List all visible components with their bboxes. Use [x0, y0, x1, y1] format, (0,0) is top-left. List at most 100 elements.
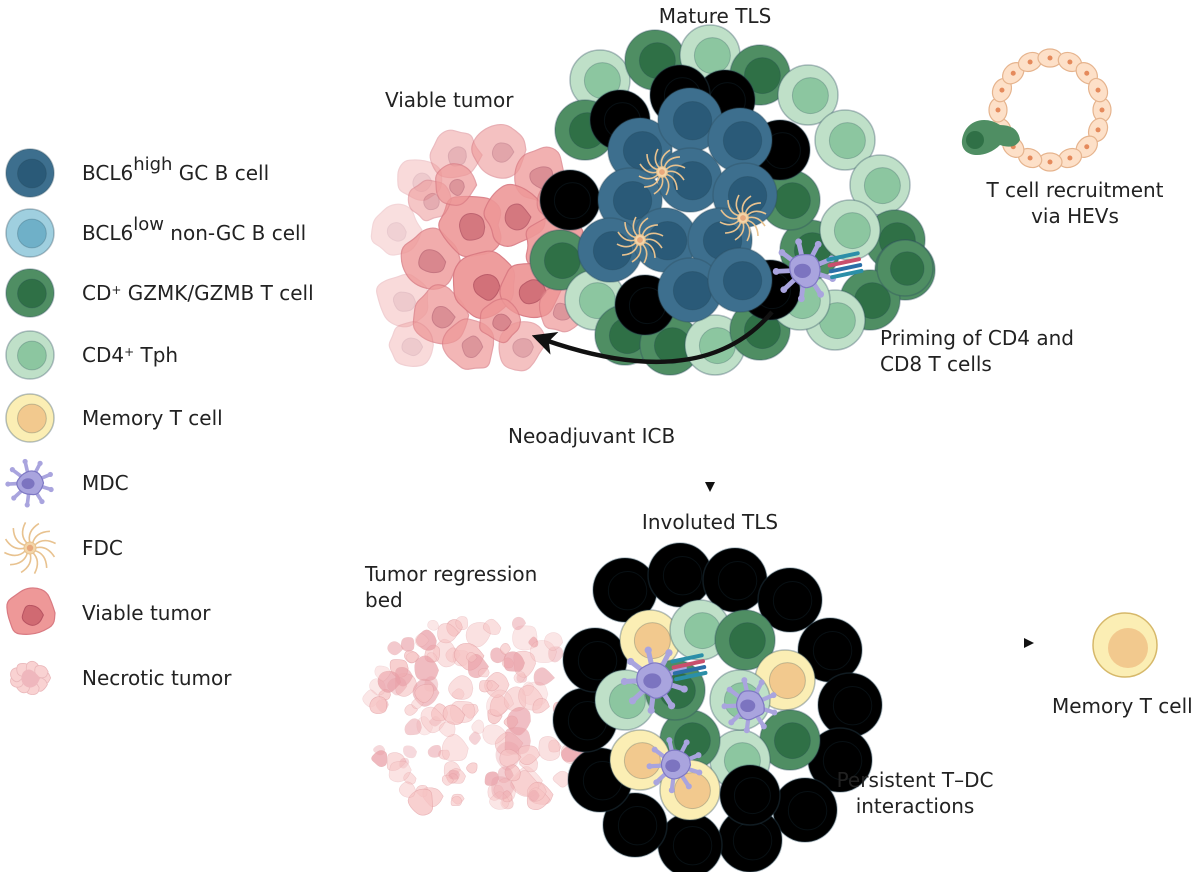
mdc-icon: [5, 458, 54, 508]
necrotic-fragment: [466, 762, 478, 774]
gc-b-cell: [607, 117, 673, 183]
necrotic-fragment: [400, 637, 415, 652]
necrotic-fragment: [405, 651, 419, 664]
necrotic-fragment: [377, 670, 402, 693]
necrotic-fragment: [399, 757, 410, 769]
legend-item-label: MDC: [82, 470, 129, 496]
legend-item-label: CD+ GZMK/GZMB T cell: [82, 280, 314, 306]
viable-tumor-icon: [6, 587, 56, 635]
tumor-regression-label-line2: bed: [365, 588, 403, 612]
cd4-tph-cell: [849, 154, 911, 216]
necrotic-fragment: [489, 791, 510, 810]
necrotic-fragment: [387, 677, 408, 696]
legend-label-main: CD: [82, 281, 112, 305]
necrotic-fragment: [442, 704, 466, 725]
necrotic-fragment: [497, 766, 514, 784]
legend-label-superscript: low: [133, 214, 164, 235]
necrotic-fragment: [437, 623, 459, 644]
legend-item-label: BCL6high GC B cell: [82, 154, 269, 186]
t-cell-recruitment-label-line1: T cell recruitment: [986, 178, 1164, 202]
necrotic-fragment: [529, 640, 558, 663]
necrotic-fragment: [548, 646, 564, 663]
memory-t-cell: [619, 609, 681, 671]
necrotic-fragment: [450, 796, 463, 807]
viable-tumor-label: Viable tumor: [385, 88, 514, 112]
legend-label-main: FDC: [82, 536, 123, 560]
mdc-cell: [721, 677, 778, 734]
legend-item: BCL6high GC B cell: [0, 145, 340, 201]
necrotic-fragment: [544, 632, 564, 651]
cd8-t-cell-icon: [5, 268, 55, 318]
viable-tumor-cell: [388, 321, 434, 367]
non-gc-b-cell: [657, 812, 723, 872]
legend-label-main: Necrotic tumor: [82, 666, 232, 690]
necrotic-fragment: [503, 651, 525, 672]
legend-item: FDC: [0, 520, 340, 576]
non-gc-b-cell: [757, 567, 823, 633]
non-gc-b-cell: [719, 764, 781, 826]
cd4-tph-cell: [819, 199, 881, 261]
t-cell-recruitment-label-line2: via HEVs: [1031, 204, 1119, 228]
necrotic-fragment: [369, 696, 388, 714]
mdc-cell: [620, 646, 688, 714]
persistent-t-dc-label-line1: Persistent T–DC: [836, 768, 994, 792]
non-gc-b-cell: [817, 672, 883, 738]
necrotic-fragment: [513, 671, 526, 684]
legend-item-label: Necrotic tumor: [82, 665, 232, 691]
necrotic-fragment: [484, 771, 499, 786]
necrotic-fragment: [427, 620, 440, 631]
necrotic-fragment: [482, 724, 508, 745]
legend-label-superscript: high: [133, 154, 173, 175]
necrotic-fragment: [415, 629, 437, 651]
necrotic-fragment: [404, 718, 422, 736]
mature-tls-cluster: [529, 24, 936, 376]
legend-item: Necrotic tumor: [0, 650, 340, 706]
necrotic-fragment: [511, 616, 527, 631]
non-gc-b-cell: [592, 557, 658, 623]
non-gc-b-cell: [647, 542, 713, 608]
necrotic-fragment: [398, 781, 416, 798]
mature-tls-label: Mature TLS: [658, 4, 772, 28]
priming-label-line2: CD8 T cells: [880, 352, 992, 376]
involuted-tls-label: Involuted TLS: [641, 510, 779, 534]
memory-t-cell-icon: [1092, 612, 1158, 678]
viable-tumor-cell: [441, 318, 495, 370]
non-gc-b-cell: [772, 777, 838, 843]
necrotic-fragment: [487, 784, 505, 801]
legend-item-label: Memory T cell: [82, 405, 223, 431]
tcr-interaction-icon: [826, 251, 864, 280]
legend-label-superscript: +: [111, 283, 122, 297]
cd4-tph-cell: [669, 599, 731, 661]
necrotic-fragment: [371, 750, 388, 767]
legend-item: Viable tumor: [0, 585, 340, 641]
persistent-t-dc-label-line2: interactions: [855, 794, 975, 818]
necrotic-fragment: [499, 748, 522, 767]
hev-vessel-icon: [961, 48, 1112, 172]
memory-t-cell-label: Memory T cell: [1052, 694, 1193, 718]
tumor-regression-bed: [362, 616, 586, 816]
necrotic-fragment: [427, 744, 442, 758]
necrotic-fragment: [528, 789, 540, 803]
necrotic-fragment: [477, 667, 490, 678]
non-gc-b-cell: [602, 792, 668, 858]
necrotic-fragment: [395, 666, 414, 687]
legend-label-suffix: GZMK/GZMB T cell: [121, 281, 314, 305]
legend-label-main: BCL6: [82, 221, 134, 245]
cd8-t-cell: [759, 709, 821, 771]
memory-t-cell-icon: [5, 393, 55, 443]
cd8-t-cell: [876, 239, 934, 297]
necrotic-fragment: [533, 667, 555, 686]
legend-item: CD+ GZMK/GZMB T cell: [0, 265, 340, 321]
cd4-tph-cell: [594, 669, 656, 731]
neoadjuvant-icb-label: Neoadjuvant ICB: [508, 424, 676, 448]
attack-arrow: [531, 310, 774, 365]
necrotic-fragment: [468, 731, 482, 745]
non-gc-b-cell: [539, 169, 601, 231]
necrotic-fragment: [491, 776, 515, 800]
necrotic-fragment: [538, 736, 561, 761]
necrotic-fragment: [438, 749, 450, 760]
gc-b-cell: [707, 247, 773, 313]
gc-b-cell: [657, 257, 723, 323]
necrotic-fragment: [441, 733, 469, 762]
legend-item-label: CD4+ Tph: [82, 342, 178, 368]
